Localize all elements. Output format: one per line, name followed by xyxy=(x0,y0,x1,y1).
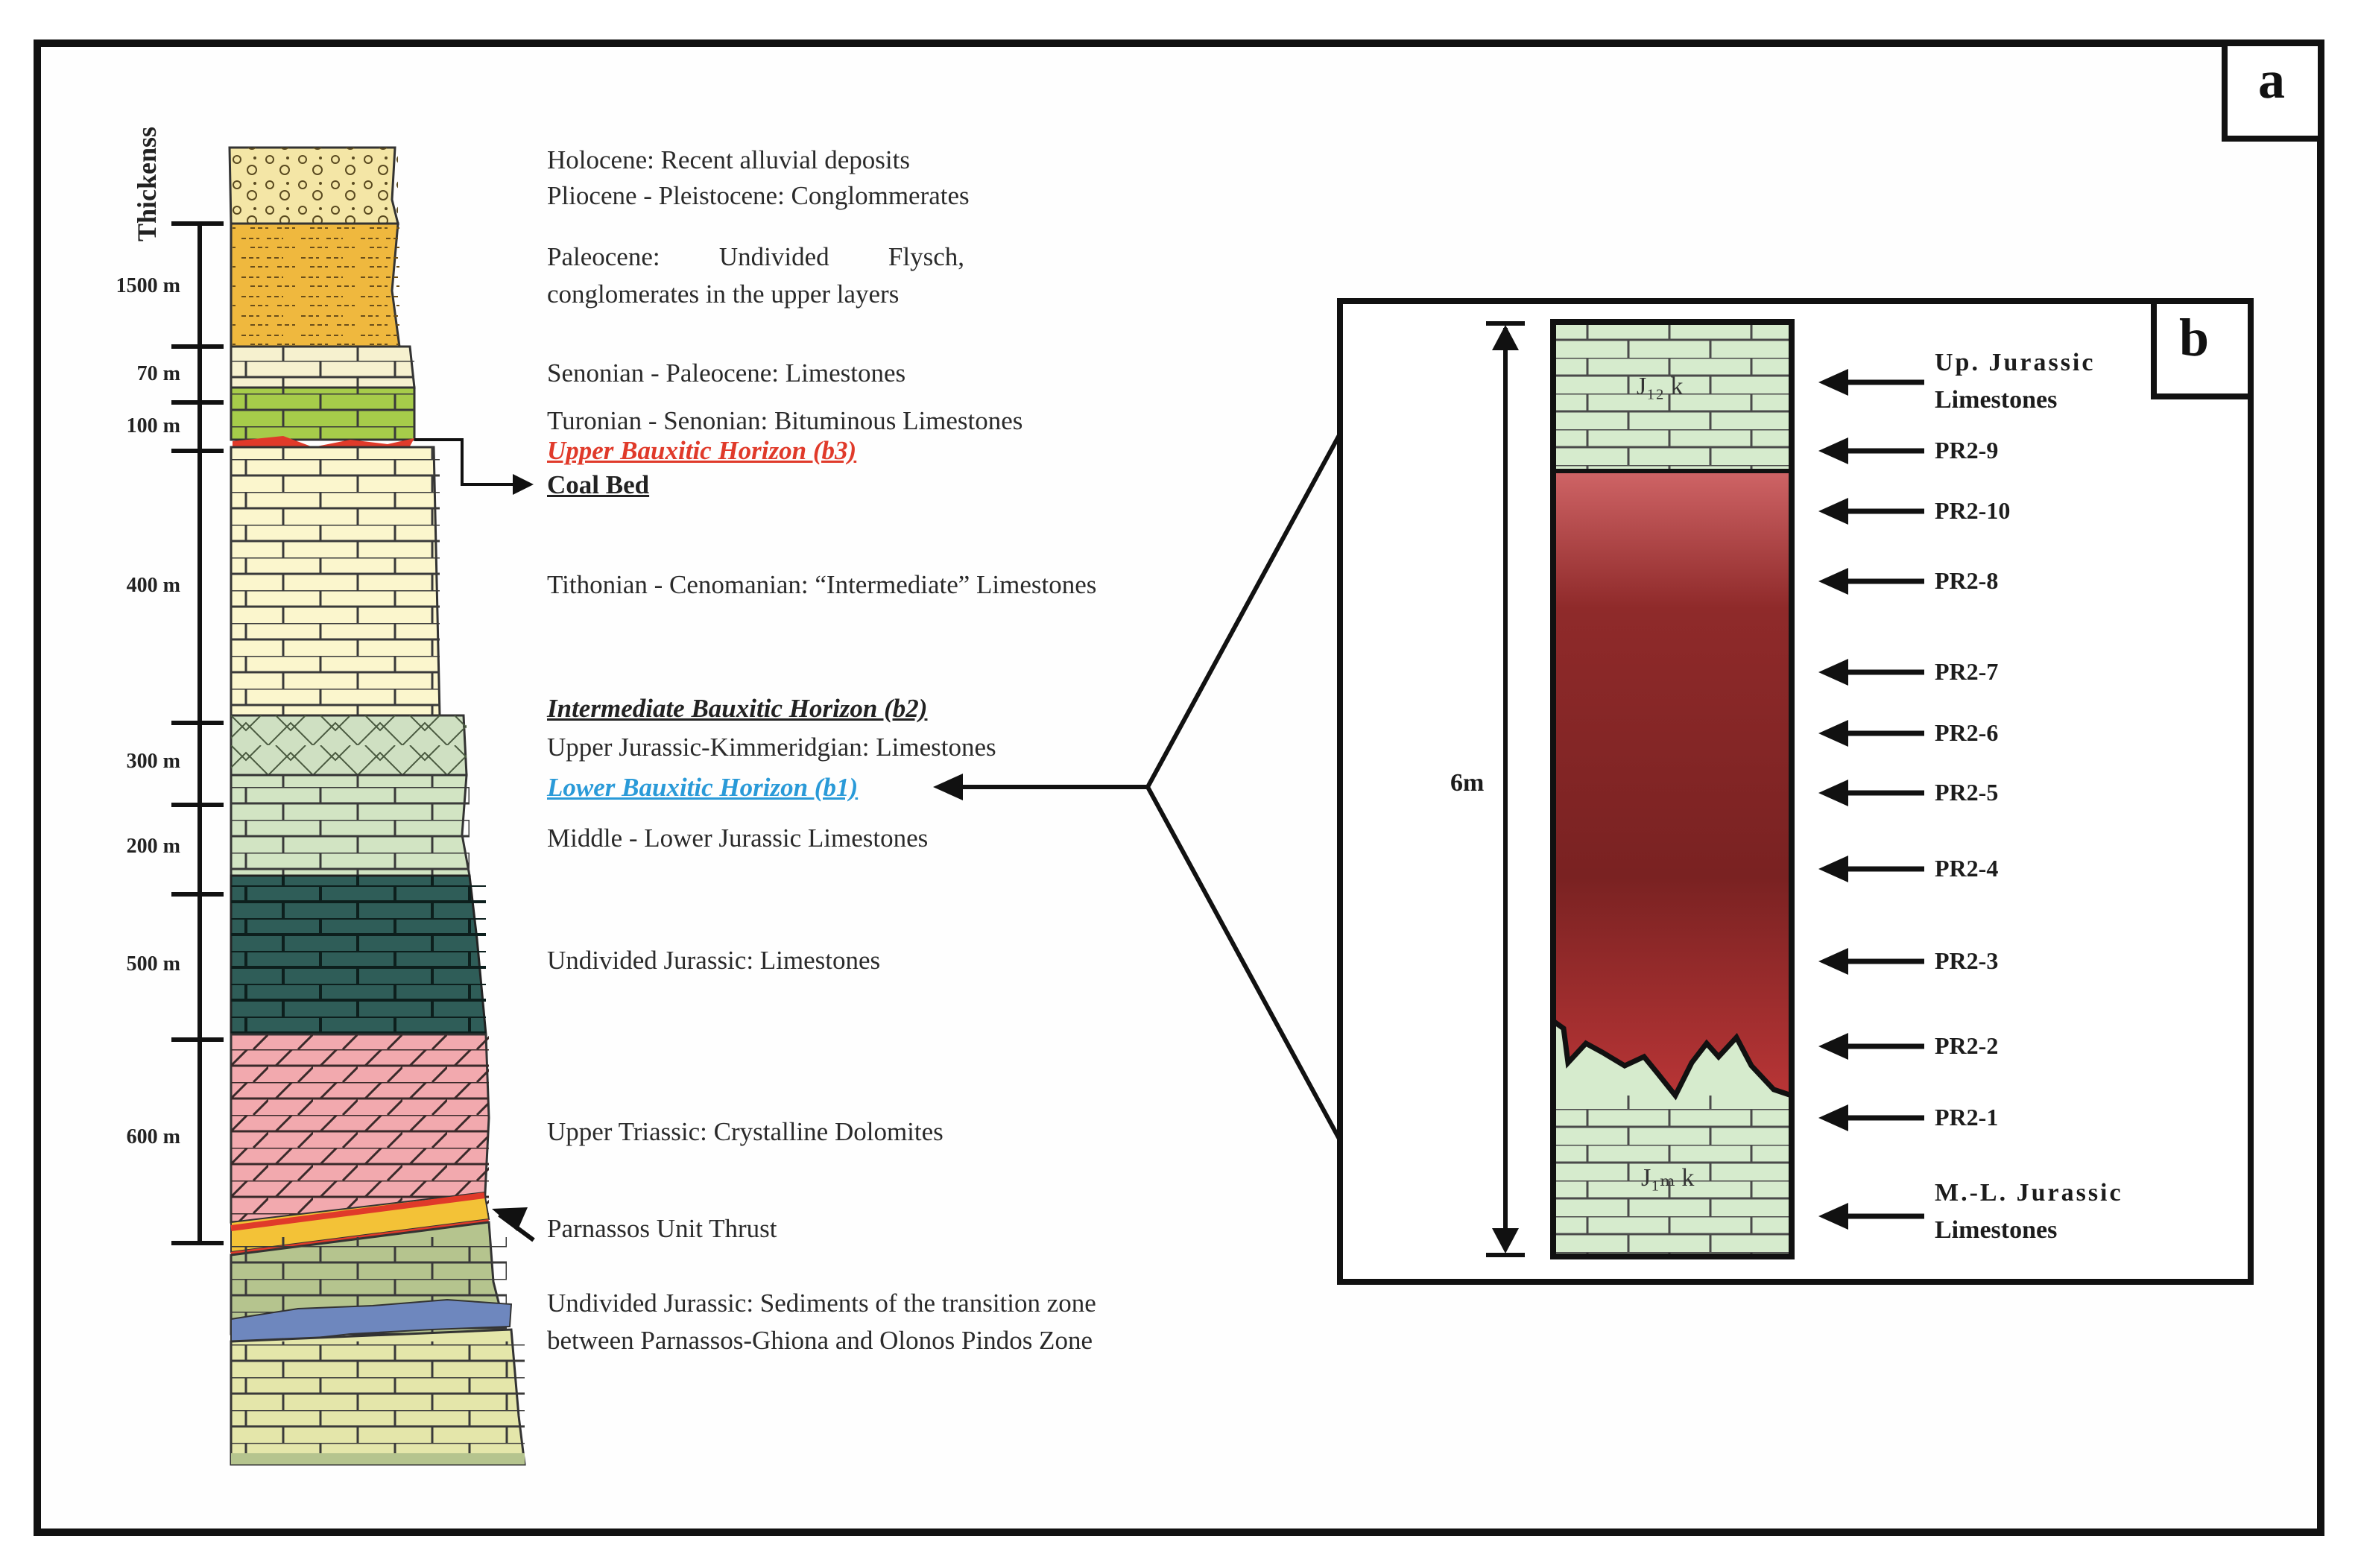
bauxite-profile xyxy=(1553,471,1792,1096)
label-pliocene: Pliocene - Pleistocene: Conglommerates xyxy=(547,181,970,210)
label-ml-jurassic: M.-L. Jurassic xyxy=(1935,1179,2123,1207)
dim-arrow-top xyxy=(1492,325,1519,350)
label-senonian: Senonian - Paleocene: Limestones xyxy=(547,358,906,388)
sample-pr2-5: PR2-5 xyxy=(1935,779,1999,806)
thickness-label-500: 500 m xyxy=(126,952,180,976)
label-paleocene-line2: conglomerates in the upper layers xyxy=(547,279,900,309)
dimension-6m xyxy=(1486,321,1525,1257)
label-up-jurassic-limestones: Limestones xyxy=(1935,386,2058,414)
coal-bed-connector xyxy=(414,438,514,486)
label-coal-bed: Coal Bed xyxy=(547,470,650,499)
thickness-ruler xyxy=(171,221,224,1245)
label-tithonian: Tithonian - Cenomanian: “Intermediate” L… xyxy=(547,570,1097,599)
label-undivided-jurassic: Undivided Jurassic: Limestones xyxy=(547,946,881,975)
panel-a-letter: a xyxy=(2258,50,2285,110)
thickness-label-70: 70 m xyxy=(136,362,180,385)
label-paleocene-line1: Paleocene: Undivided Flysch, xyxy=(547,242,964,271)
dim-arrow-bottom xyxy=(1492,1228,1519,1254)
sample-pr2-3: PR2-3 xyxy=(1935,947,1999,974)
label-lower-bauxitic-horizon: Lower Bauxitic Horizon (b1) xyxy=(547,773,859,802)
sample-pr2-4: PR2-4 xyxy=(1935,855,1999,882)
label-up-jurassic: Up. Jurassic xyxy=(1935,349,2096,376)
sample-pr2-2: PR2-2 xyxy=(1935,1032,1999,1059)
label-j12k: J₁₂ k xyxy=(1637,373,1684,400)
stratigraphic-column xyxy=(228,146,526,1466)
b1-arrowhead xyxy=(933,774,963,800)
zoom-lines xyxy=(1145,432,1342,1142)
coal-bed-arrowhead xyxy=(513,474,534,495)
thickness-axis-title: Thickenss xyxy=(132,126,162,241)
panel-a-label-box xyxy=(2222,40,2324,142)
sample-pr2-1: PR2-1 xyxy=(1935,1104,1999,1131)
label-transition-line2: between Parnassos-Ghiona and Olonos Pind… xyxy=(547,1326,1093,1355)
thickness-label-1500: 1500 m xyxy=(116,274,180,297)
panel-b-label-box xyxy=(2151,298,2254,399)
sample-pr2-6: PR2-6 xyxy=(1935,719,1999,746)
label-upper-triassic: Upper Triassic: Crystalline Dolomites xyxy=(547,1117,943,1146)
sample-pr2-10: PR2-10 xyxy=(1935,497,2011,524)
sample-pr2-9: PR2-9 xyxy=(1935,437,1999,464)
label-upper-bauxitic-horizon: Upper Bauxitic Horizon (b3) xyxy=(547,436,857,465)
thickness-label-600: 600 m xyxy=(126,1125,180,1148)
label-turonian: Turonian - Senonian: Bituminous Limeston… xyxy=(547,406,1023,435)
thickness-label-400: 400 m xyxy=(126,574,180,597)
thickness-label-200: 200 m xyxy=(126,835,180,858)
thickness-label-300: 300 m xyxy=(126,750,180,773)
panel-b-frame xyxy=(1337,298,2254,1285)
sample-arrows xyxy=(1818,369,1924,1230)
column-b-outline xyxy=(1550,319,1795,1259)
thrust-arrowhead xyxy=(492,1207,528,1231)
sample-pr2-8: PR2-8 xyxy=(1935,567,1999,594)
panel-b-letter: b xyxy=(2179,308,2210,367)
label-intermediate-bauxitic-horizon: Intermediate Bauxitic Horizon (b2) xyxy=(547,694,928,723)
thrust-line-upper xyxy=(230,1192,485,1231)
label-j1mk: J₁ₘ k xyxy=(1641,1164,1695,1192)
label-holocene: Holocene: Recent alluvial deposits xyxy=(547,145,910,174)
thickness-label-100: 100 m xyxy=(126,414,180,437)
label-middle-lower-jurassic: Middle - Lower Jurassic Limestones xyxy=(547,823,929,853)
label-6m: 6m xyxy=(1450,769,1485,797)
label-upper-jurassic: Upper Jurassic-Kimmeridgian: Limestones xyxy=(547,733,996,762)
sample-pr2-7: PR2-7 xyxy=(1935,658,1999,685)
label-parnassos-thrust: Parnassos Unit Thrust xyxy=(547,1214,777,1243)
label-transition-line1: Undivided Jurassic: Sediments of the tra… xyxy=(547,1289,1096,1318)
contact-line xyxy=(1551,1019,1793,1101)
label-ml-jurassic-limestones: Limestones xyxy=(1935,1216,2058,1244)
